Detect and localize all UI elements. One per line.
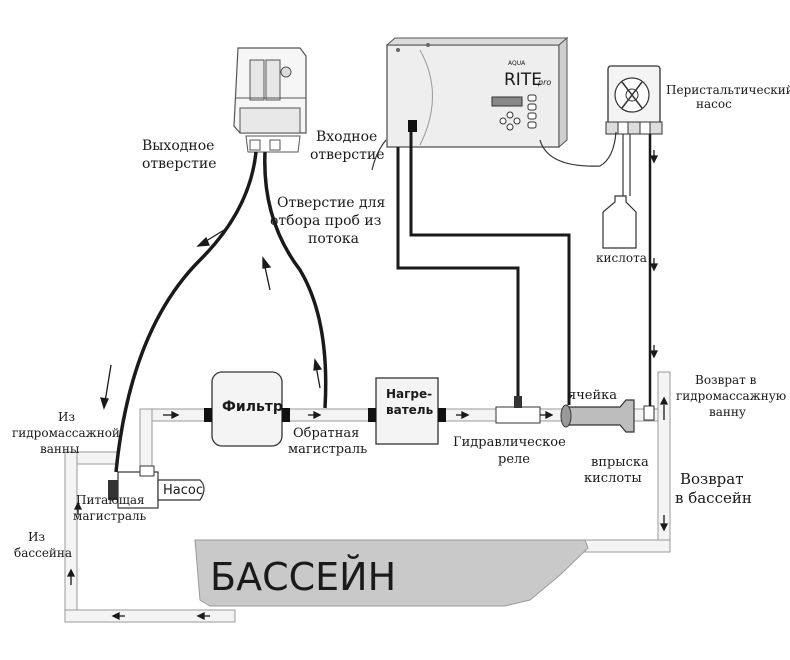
controller-nav-button xyxy=(499,117,507,125)
peristaltic-pump-label-1: Перистальтический xyxy=(666,83,790,97)
return-to-spa-label-1: Возврат в xyxy=(695,373,757,387)
outlet-label-1: Выходное xyxy=(142,138,214,154)
controller-nav-button xyxy=(506,111,514,119)
return-to-pool-label-1: Возврат xyxy=(680,470,744,488)
feed-line-label-2: магистраль xyxy=(73,509,147,523)
outlet-label-2: отверстие xyxy=(142,156,217,172)
acid-bottle xyxy=(602,195,637,249)
flow-switch-label-1: Гидравлическое xyxy=(453,435,566,450)
heater-label-2: ватель xyxy=(386,403,434,417)
from-spa-label-1: Из xyxy=(58,410,75,424)
labels: Выходное отверстие Входное отверстие Отв… xyxy=(12,83,790,560)
peristaltic-pump-label-2: насос xyxy=(696,97,732,111)
thin-cables xyxy=(371,131,631,196)
acid-injection-label-1: впрыска xyxy=(591,455,649,470)
pool-label: БАССЕЙН xyxy=(210,555,396,599)
circulation-pump xyxy=(108,465,205,509)
feed-line-label-1: Питающая xyxy=(76,493,145,507)
cell-label: ячейка xyxy=(568,388,617,403)
heater-label-1: Нагре- xyxy=(386,387,432,401)
cables xyxy=(396,132,571,405)
flow-arrows xyxy=(66,150,669,621)
controller-brand-small: AQUA xyxy=(508,60,526,67)
from-spa-label-2: гидромассажной xyxy=(12,426,120,440)
electrolytic-cell xyxy=(560,399,655,433)
controller-button xyxy=(527,94,537,102)
sample-port-label-2: отбора проб из xyxy=(270,213,381,229)
filter xyxy=(204,371,290,447)
controller-brand: RITE xyxy=(504,70,542,90)
controller-connector xyxy=(408,120,417,132)
filter-label: Фильтр xyxy=(222,399,283,415)
flow-switch-label-2: реле xyxy=(498,452,530,467)
sample-hoses xyxy=(114,151,328,473)
return-line-label-2: магистраль xyxy=(288,442,367,457)
acid-label: кислота xyxy=(596,251,647,265)
return-line-label-1: Обратная xyxy=(293,426,359,441)
heater xyxy=(368,377,446,445)
controller-display xyxy=(491,96,523,107)
from-pool-label-2: бассейна xyxy=(14,546,72,560)
return-to-spa-label-3: ванну xyxy=(709,405,746,419)
acid-injection-label-2: кислоты xyxy=(584,471,642,486)
return-to-pool-label-2: в бассейн xyxy=(675,489,752,507)
controller-button xyxy=(527,121,537,129)
sample-port-label-1: Отверстие для xyxy=(277,195,386,211)
controller-nav-button xyxy=(506,123,514,131)
inlet-label-2: отверстие xyxy=(310,147,385,163)
controller-button xyxy=(527,103,537,111)
from-spa-label-3: ванны xyxy=(40,442,80,456)
pool-shape xyxy=(194,539,589,607)
peristaltic-pump xyxy=(605,65,663,135)
flow-switch xyxy=(495,396,541,424)
chlorinator-controller: AQUA RITE pro xyxy=(385,36,569,149)
controller-nav-button xyxy=(513,117,521,125)
from-pool-label-1: Из xyxy=(28,530,45,544)
sensor-housing xyxy=(233,47,307,153)
controller-button xyxy=(527,112,537,120)
pump-label: Насос xyxy=(163,483,203,498)
controller-brand-suffix: pro xyxy=(537,78,551,87)
inlet-label-1: Входное xyxy=(316,129,377,145)
sample-port-label-3: потока xyxy=(308,231,359,247)
return-to-spa-label-2: гидромассажную xyxy=(676,389,786,403)
